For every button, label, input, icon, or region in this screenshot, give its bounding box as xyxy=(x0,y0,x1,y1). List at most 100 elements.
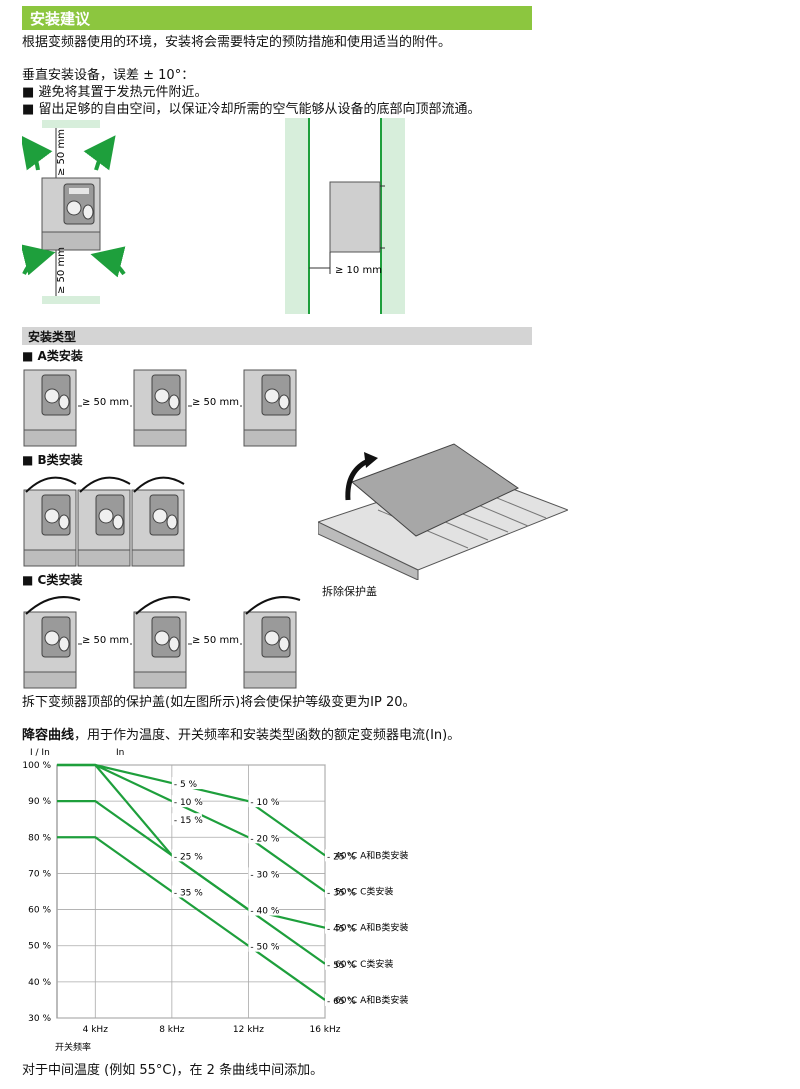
legend-entry: 40°C A和B类安装 xyxy=(335,849,408,861)
annotation-label: - 10 % xyxy=(250,798,279,808)
legend-entry: 60°C C类安装 xyxy=(335,958,393,970)
y-tick-label: 80 % xyxy=(28,833,51,843)
legend-entry: 60°C A和B类安装 xyxy=(335,994,408,1006)
mounting-section-title: 安装类型 xyxy=(28,330,77,344)
y-tick-label: 50 % xyxy=(28,942,51,952)
x-tick-label: 12 kHz xyxy=(233,1025,264,1035)
type-c-heading: ■ C类安装 xyxy=(22,573,83,587)
annotation-background xyxy=(171,777,202,790)
series-line xyxy=(57,763,326,965)
annotation-label: - 20 % xyxy=(250,834,279,844)
legend-entry: 50°C A和B类安装 xyxy=(335,922,408,934)
annotation-background xyxy=(171,813,202,826)
top-clearance-label: ≥ 50 mm xyxy=(56,129,67,176)
airflow-arrow-icon xyxy=(22,135,53,171)
type-b-diagram xyxy=(23,476,185,567)
x-tick-label: 4 kHz xyxy=(83,1025,109,1035)
annotation-label: - 5 % xyxy=(174,780,198,790)
spacing-label: ≥ 50 mm xyxy=(82,635,129,646)
airflow-arrow-icon xyxy=(22,244,56,276)
spacing-label: ≥ 50 mm xyxy=(82,397,129,408)
vertical-note: 垂直安装设备，误差 ± 10°： xyxy=(22,68,195,83)
y-tick-label: 100 % xyxy=(22,761,51,771)
type-a-heading: ■ A类安装 xyxy=(22,349,83,363)
bullet-square-icon: ■ xyxy=(22,349,34,363)
annotation-label: - 25 % xyxy=(174,852,203,862)
airflow-arrow-icon xyxy=(83,135,116,171)
remove-cover-caption: 拆除保护盖 xyxy=(322,585,377,598)
chart-grid xyxy=(56,764,326,1019)
annotation-background xyxy=(171,849,202,862)
y-tick-label: 70 % xyxy=(28,869,51,879)
annotation-label: - 30 % xyxy=(250,870,279,880)
section-header: 安装建议 xyxy=(22,6,532,30)
drive-device-icon xyxy=(41,177,101,251)
annotation-background xyxy=(325,849,355,862)
annotation-background xyxy=(325,957,355,970)
drive-device-icon xyxy=(243,369,297,447)
y-axis-top-label: In xyxy=(116,748,124,758)
spacing-label: ≥ 50 mm xyxy=(192,635,239,646)
protective-cover-icon xyxy=(351,443,520,537)
y-tick-label: 60 % xyxy=(28,906,51,916)
annotation-background xyxy=(171,795,202,808)
annotation-label: - 50 % xyxy=(250,943,279,953)
annotation-background xyxy=(248,867,279,880)
annotation-background xyxy=(171,885,202,898)
top-clearance-panel xyxy=(42,120,100,128)
drive-device-icon xyxy=(133,596,191,689)
annotation-background xyxy=(248,903,279,916)
drive-device-icon xyxy=(23,476,77,567)
bullet-text: 留出足够的自由空间，以保证冷却所需的空气能够从设备的底部向顶部流通。 xyxy=(38,102,481,117)
derating-heading: 降容曲线，用于作为温度、开关频率和安装类型函数的额定变频器电流(In)。 xyxy=(22,727,460,744)
annotation-background xyxy=(248,795,279,808)
x-tick-label: 8 kHz xyxy=(159,1025,185,1035)
drive-device-icon xyxy=(131,476,185,567)
type-a-diagram: ≥ 50 mm ≥ 50 mm xyxy=(23,369,297,447)
annotation-background xyxy=(325,885,355,898)
right-wall-panel xyxy=(381,118,405,314)
annotation-label: - 25 % xyxy=(327,852,356,862)
drive-device-icon xyxy=(133,369,187,447)
left-wall-panel xyxy=(285,118,309,314)
annotation-background xyxy=(248,939,279,952)
annotation-label: - 45 % xyxy=(327,925,356,935)
side-clearance-label: ≥ 10 mm xyxy=(335,265,382,276)
annotation-label: - 10 % xyxy=(174,798,203,808)
annotation-background xyxy=(325,993,355,1006)
airflow-arrow-icon xyxy=(90,246,126,278)
drive-device-icon xyxy=(23,596,81,689)
drive-device-icon xyxy=(243,596,301,689)
bullet-item: ■ 避免将其置于发热元件附近。 xyxy=(22,84,207,101)
annotation-label: - 40 % xyxy=(250,907,279,917)
front-clearance-diagram: ≥ 50 mm ≥ 50 mm xyxy=(22,120,126,304)
bullet-square-icon: ■ xyxy=(22,102,35,117)
annotation-label: - 15 % xyxy=(174,816,203,826)
bullet-square-icon: ■ xyxy=(22,453,34,467)
intro-text: 根据变频器使用的环境，安装将会需要特定的预防措施和使用适当的附件。 xyxy=(22,35,452,50)
spacing-label: ≥ 50 mm xyxy=(192,397,239,408)
derating-heading-text: ，用于作为温度、开关频率和安装类型函数的额定变频器电流(In)。 xyxy=(74,728,461,743)
annotation-label: - 35 % xyxy=(174,889,203,899)
footer-note: 对于中间温度 (例如 55°C)，在 2 条曲线中间添加。 xyxy=(22,1063,324,1078)
drive-device-icon xyxy=(23,369,77,447)
bullet-item: ■ 留出足够的自由空间，以保证冷却所需的空气能够从设备的底部向顶部流通。 xyxy=(22,101,480,118)
y-tick-label: 30 % xyxy=(28,1014,51,1024)
annotation-label: - 65 % xyxy=(327,997,356,1007)
bottom-clearance-panel xyxy=(42,296,100,304)
type-b-heading: ■ B类安装 xyxy=(22,453,83,467)
annotation-background xyxy=(325,921,355,934)
drive-side-icon xyxy=(329,181,381,253)
derating-heading-bold: 降容曲线 xyxy=(22,728,75,743)
bottom-clearance-label: ≥ 50 mm xyxy=(56,247,67,294)
annotation-label: - 35 % xyxy=(327,889,356,899)
y-axis-label: I / In xyxy=(30,748,50,758)
x-axis-label: 开关频率 xyxy=(55,1041,91,1053)
bullet-square-icon: ■ xyxy=(22,573,34,587)
y-tick-label: 40 % xyxy=(28,978,51,988)
type-c-diagram: ≥ 50 mm ≥ 50 mm xyxy=(23,596,301,689)
drive-device-icon xyxy=(77,476,131,567)
section-title: 安装建议 xyxy=(30,10,91,28)
